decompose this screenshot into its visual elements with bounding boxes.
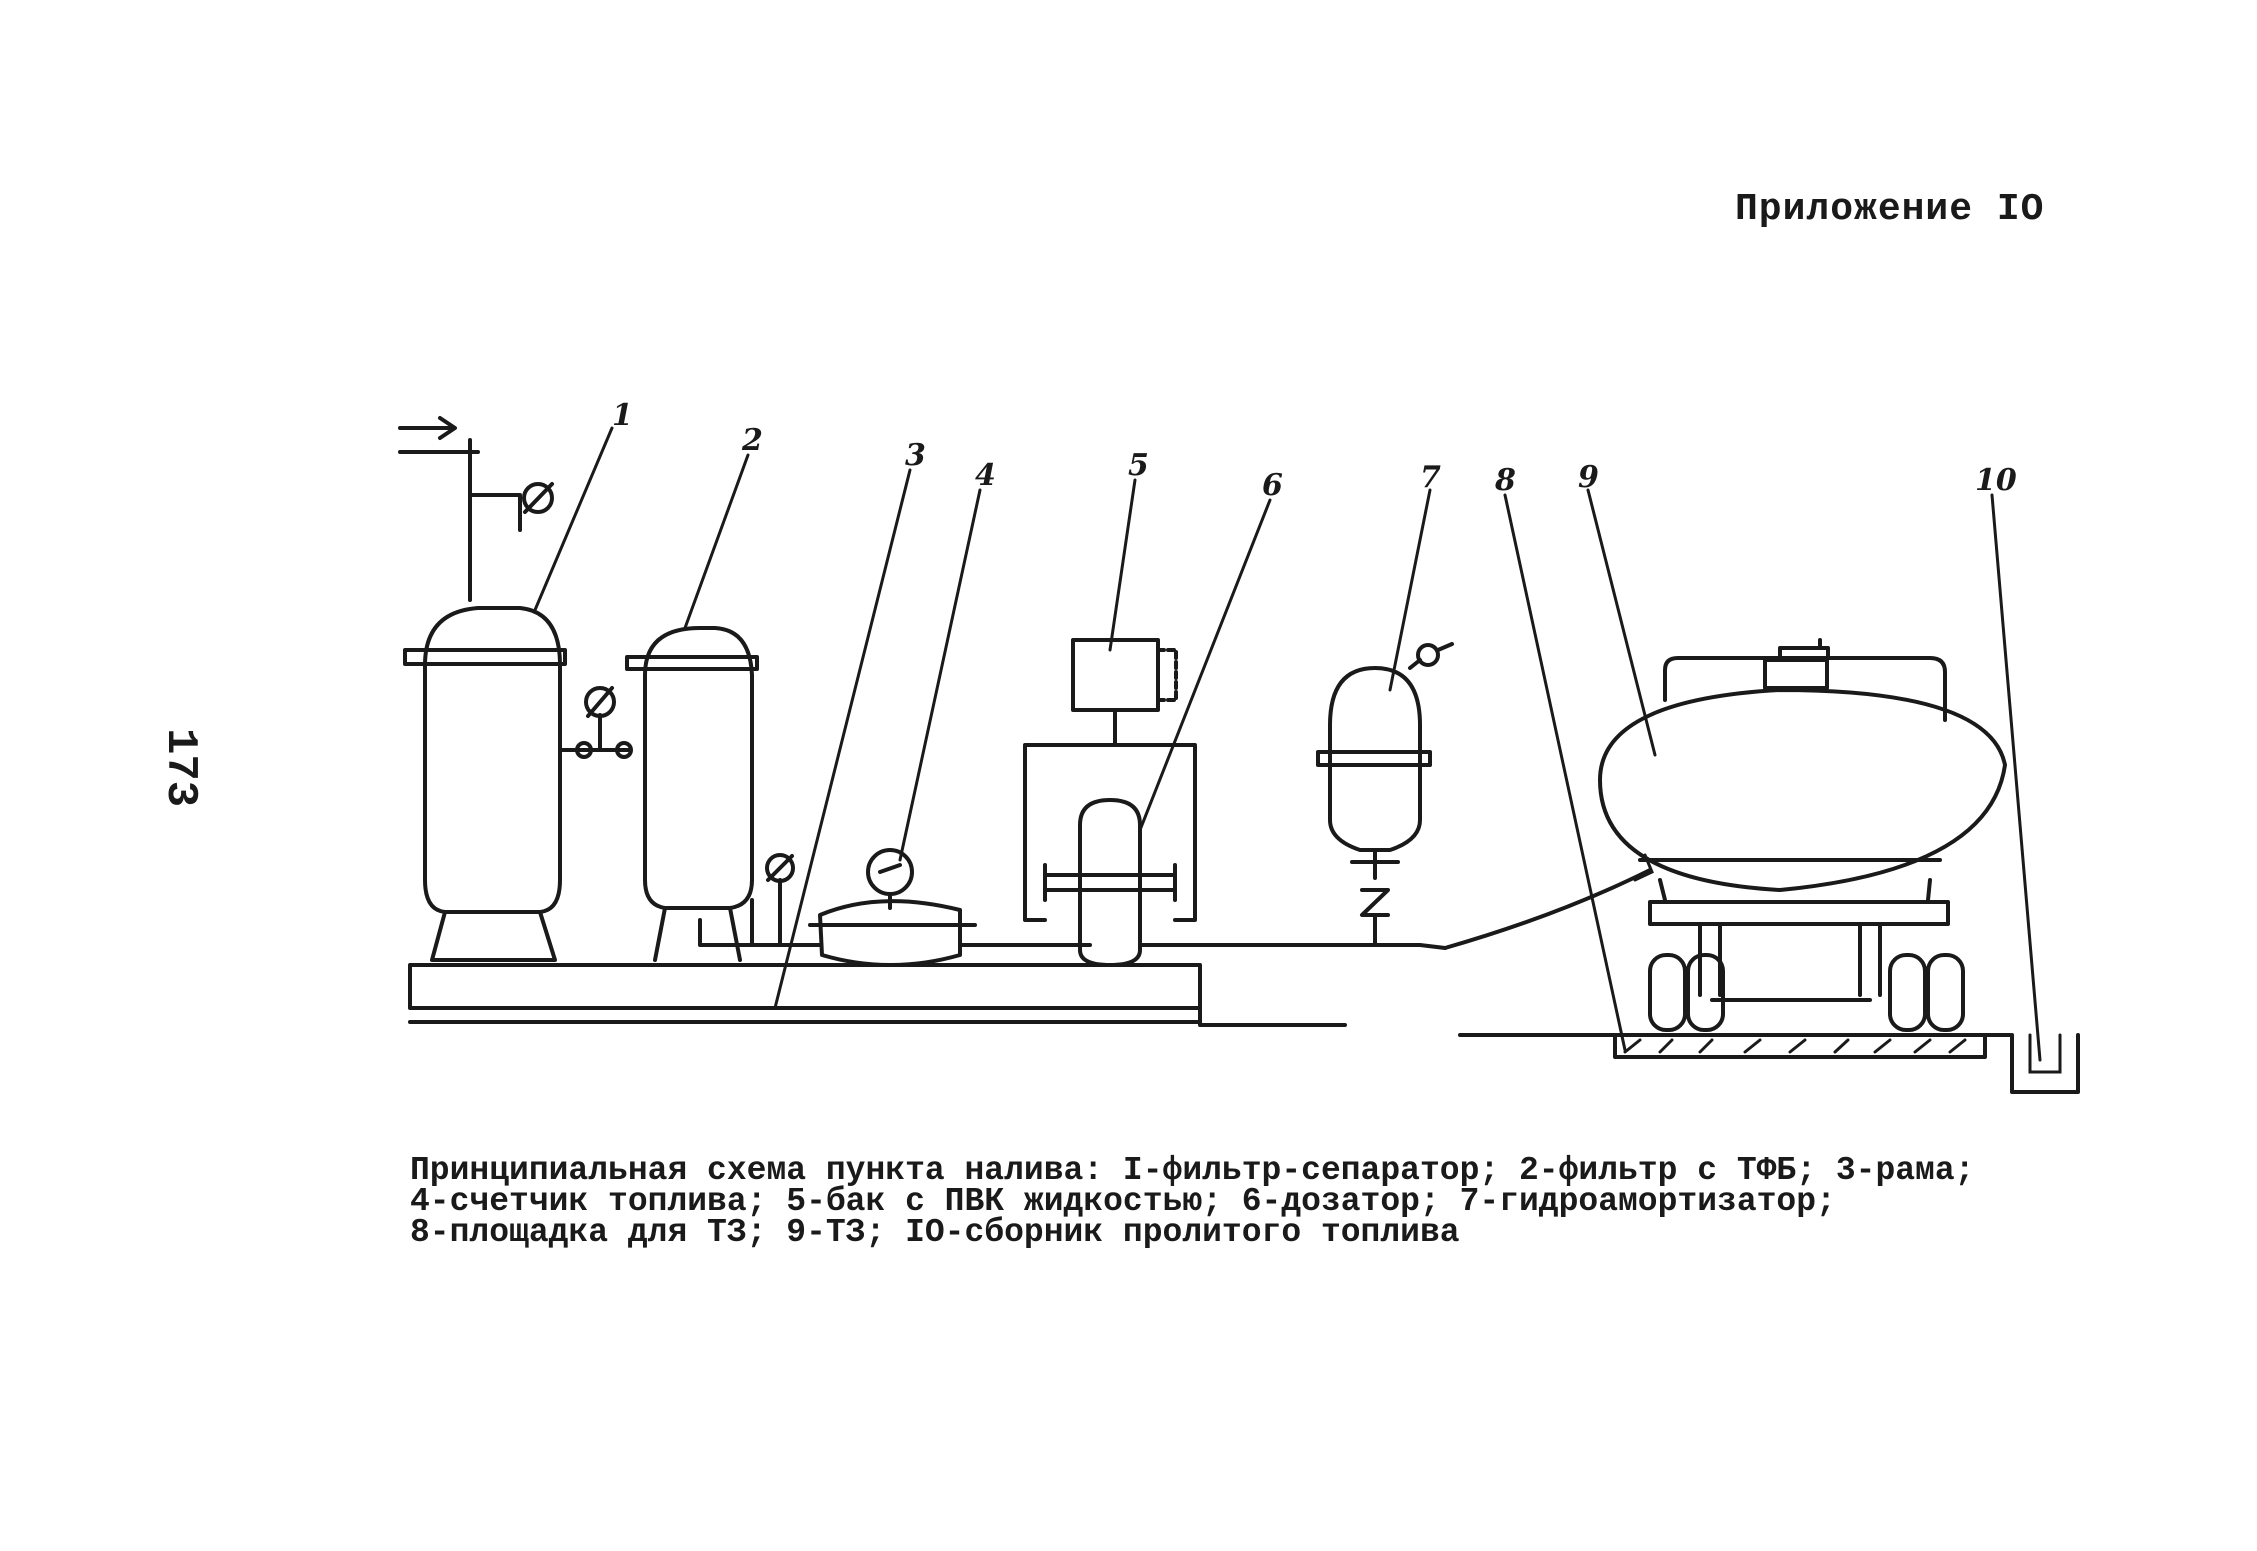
spill-collector <box>2010 1033 2080 1094</box>
filter-tfb <box>625 626 759 962</box>
callout-6: 6 <box>1262 468 1283 503</box>
callout-10: 10 <box>1975 463 2017 498</box>
callout-1: 1 <box>612 398 633 433</box>
figure-caption: Принципиальная схема пункта налива: I-фи… <box>410 1152 1975 1251</box>
callout-2: 2 <box>741 423 763 458</box>
filter-separator <box>403 606 567 962</box>
callout-4: 4 <box>975 458 996 493</box>
callout-7: 7 <box>1420 460 1441 495</box>
caption-line-3: 8-площадка для ТЗ; 9-ТЗ; IO-сборник прол… <box>410 1214 1460 1251</box>
connector-1-2 <box>560 686 633 759</box>
doser <box>1023 638 1197 967</box>
caption-line-2: 4-счетчик топлива; 5-бак с ПВК жидкостью… <box>410 1183 1836 1220</box>
fuel-truck <box>1598 638 2007 1032</box>
callout-9: 9 <box>1578 460 1599 495</box>
inlet-pipe <box>398 416 554 602</box>
callout-5: 5 <box>1128 448 1149 483</box>
shock-absorber <box>1316 642 1454 947</box>
truck-platform <box>1458 1033 2012 1059</box>
appendix-label: Приложение IO <box>1735 188 2045 231</box>
leader-lines <box>533 426 2042 1062</box>
callout-3: 3 <box>905 438 926 473</box>
callout-8: 8 <box>1494 463 1516 498</box>
frame <box>408 963 1347 1027</box>
pvk-tank <box>808 848 977 967</box>
caption-line-1: Принципиальная схема пункта налива: I-фи… <box>410 1152 1975 1189</box>
